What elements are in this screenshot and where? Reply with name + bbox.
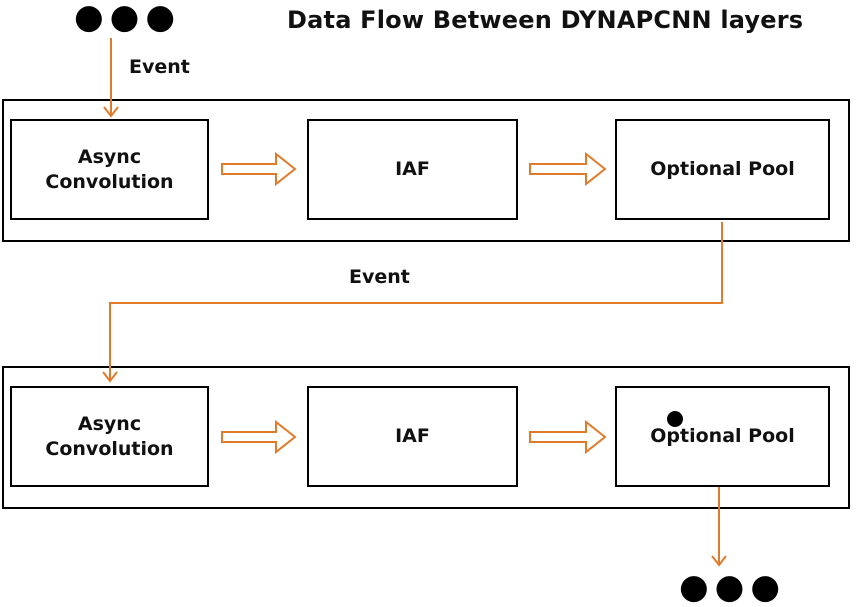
inter-layer-event-path xyxy=(109,222,723,381)
layer-1-iaf-block: IAF xyxy=(307,119,518,220)
layer-1-async-convolution-block: Async Convolution xyxy=(10,119,209,220)
layer-1-async-convolution-label: Async Convolution xyxy=(45,145,174,193)
middle-event-label: Event xyxy=(349,266,410,288)
layer-1-optional-pool-block: Optional Pool xyxy=(615,119,830,220)
diagram-title: Data Flow Between DYNAPCNN layers xyxy=(287,6,804,34)
layer-2-optional-pool-label: Optional Pool xyxy=(650,425,795,448)
layer-2-iaf-label: IAF xyxy=(395,425,430,448)
layer-1-iaf-label: IAF xyxy=(395,158,430,181)
top-event-label: Event xyxy=(129,56,190,78)
layer-2-optional-pool-block: Optional Pool xyxy=(615,386,830,487)
bottom-ellipsis: ●●● xyxy=(679,567,787,607)
layer-2-iaf-block: IAF xyxy=(307,386,518,487)
bottom-output-arrowhead xyxy=(711,555,727,567)
layer-2-async-convolution-block: Async Convolution xyxy=(10,386,209,487)
layer-2-async-convolution-label: Async Convolution xyxy=(45,412,174,460)
layer-1-optional-pool-label: Optional Pool xyxy=(650,158,795,181)
top-ellipsis: ●●● xyxy=(74,0,182,37)
